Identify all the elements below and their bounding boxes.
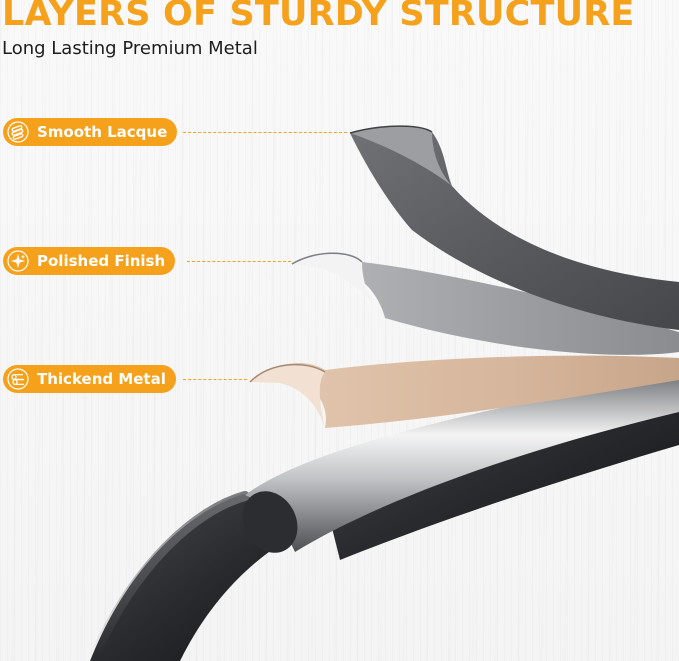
callout-label: Thickend Metal xyxy=(37,370,166,388)
layers-stack-icon xyxy=(6,120,30,144)
callout-smooth-lacque: Smooth Lacque xyxy=(3,118,178,146)
callout-thickend-metal: Thickend Metal xyxy=(3,365,176,393)
callout-polished-finish: Polished Finish xyxy=(3,247,176,275)
metal-bars-icon xyxy=(6,367,30,391)
page-title: LAYERS OF STURDY STRUCTURE xyxy=(2,0,635,34)
smooth-lacquer-layer xyxy=(349,125,679,331)
sparkle-icon xyxy=(6,249,30,273)
leader-line-polished-finish xyxy=(187,261,291,262)
silver-core-sleeve xyxy=(242,372,679,553)
polished-finish-layer xyxy=(291,252,679,355)
callout-label: Polished Finish xyxy=(37,252,166,270)
page-subtitle: Long Lasting Premium Metal xyxy=(2,38,258,59)
leader-line-smooth-lacque xyxy=(183,132,347,133)
leader-line-thickend-metal xyxy=(183,379,247,380)
callout-label: Smooth Lacque xyxy=(37,123,168,141)
thickened-metal-layer xyxy=(249,355,679,428)
